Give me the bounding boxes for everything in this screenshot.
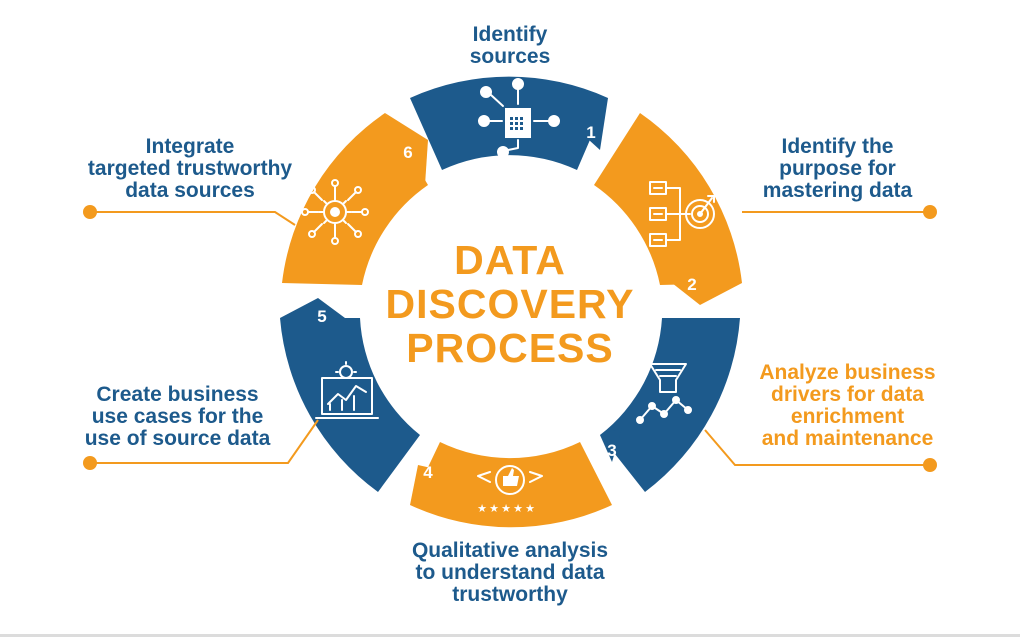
svg-text:★: ★ — [525, 502, 535, 515]
data-flow-icon — [478, 78, 560, 158]
step-1-label-line-2: sources — [469, 45, 551, 68]
svg-text:★: ★ — [513, 502, 523, 515]
step-number-4: 4 — [423, 463, 433, 482]
center-title: DATA DISCOVERY PROCESS — [360, 238, 660, 370]
connector-dot-5 — [83, 456, 97, 470]
svg-text:★: ★ — [489, 502, 499, 515]
step-number-6: 6 — [403, 143, 412, 162]
svg-text:★: ★ — [477, 502, 487, 515]
step-3-label-line-2: drivers for data — [771, 383, 924, 406]
step-5-label-line-2: use cases for the — [91, 405, 264, 428]
segment-6-tab — [385, 113, 428, 185]
center-title-line-2: DISCOVERY — [385, 281, 635, 327]
target-list-icon — [649, 181, 715, 247]
segment-3-tab — [600, 428, 622, 462]
funnel-analytics-icon — [636, 363, 692, 424]
step-3-label: Analyze business drivers for data enrich… — [740, 362, 955, 450]
step-2-label-line-2: purpose for — [779, 157, 896, 180]
step-number-1: 1 — [586, 123, 595, 142]
center-title-line-3: PROCESS — [406, 325, 614, 371]
step-3-label-line-1: Analyze business — [759, 361, 936, 384]
step-6-label: Integrate targeted trustworthy data sour… — [65, 136, 315, 202]
step-2-label: Identify the purpose for mastering data — [735, 136, 940, 202]
step-4-label-line-3: trustworthy — [452, 583, 568, 606]
step-6-label-line-3: data sources — [125, 179, 255, 202]
connector-step-6 — [90, 211, 296, 226]
step-1-label: Identify sources — [430, 24, 590, 68]
bottom-divider — [0, 634, 1020, 637]
step-4-label-line-2: to understand data — [415, 561, 605, 584]
connector-dot-2 — [923, 205, 937, 219]
segment-2-tab — [672, 283, 742, 305]
segment-2 — [594, 113, 742, 285]
step-2-label-line-3: mastering data — [762, 179, 913, 202]
segment-6 — [282, 113, 428, 285]
center-title-line-1: DATA — [454, 237, 566, 283]
thumbs-up-rating-icon: ★★★★★ — [477, 465, 543, 515]
step-5-label-line-3: use of source data — [84, 427, 271, 450]
connector-step-3 — [704, 429, 930, 466]
step-2-label-line-1: Identify the — [781, 135, 894, 158]
segment-1-tab — [578, 98, 608, 150]
step-number-2: 2 — [687, 275, 696, 294]
segment-3 — [600, 318, 740, 492]
step-6-label-line-2: targeted trustworthy — [87, 157, 293, 180]
segment-5 — [280, 318, 420, 492]
step-5-label: Create business use cases for the use of… — [60, 384, 295, 450]
step-number-5: 5 — [317, 307, 326, 326]
segment-4-tab — [410, 465, 440, 505]
gear-network-icon — [301, 179, 369, 245]
step-3-label-line-4: and maintenance — [761, 427, 934, 450]
step-4-label-line-1: Qualitative analysis — [411, 539, 609, 562]
segment-5-tab — [280, 298, 345, 318]
step-1-label-line-1: Identify — [472, 23, 548, 46]
connector-dot-6 — [83, 205, 97, 219]
step-5-label-line-1: Create business — [96, 383, 259, 406]
step-3-label-line-3: enrichment — [790, 405, 905, 428]
connector-dot-3 — [923, 458, 937, 472]
step-4-label: Qualitative analysis to understand data … — [385, 540, 635, 606]
step-number-3: 3 — [607, 441, 616, 460]
dashboard-chart-icon — [315, 361, 379, 419]
step-6-label-line-1: Integrate — [145, 135, 235, 158]
svg-text:★: ★ — [501, 502, 511, 515]
connector-step-5 — [90, 419, 319, 464]
